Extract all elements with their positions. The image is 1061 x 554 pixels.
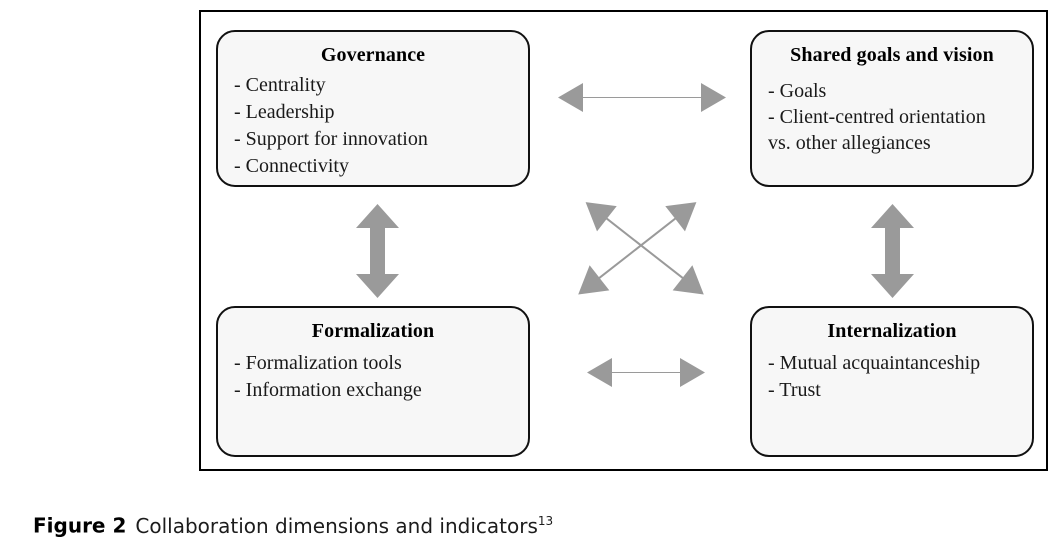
box-internalization[interactable]: Internalization - Mutual acquaintanceshi… <box>750 306 1034 457</box>
figure-caption: Figure 2 Collaboration dimensions and ind… <box>33 508 553 539</box>
list-item: - Client-centred orientation <box>768 106 986 128</box>
box-formalization[interactable]: Formalization - Formalization tools - In… <box>216 306 530 457</box>
figure-caption-superscript: 13 <box>537 514 554 528</box>
list-item: vs. other allegiances <box>768 132 931 154</box>
figure-frame: Governance - Centrality - Leadership - S… <box>199 10 1048 471</box>
list-item: - Trust <box>768 379 821 401</box>
box-internalization-list: - Mutual acquaintanceship - Trust <box>766 350 1018 404</box>
box-governance[interactable]: Governance - Centrality - Leadership - S… <box>216 30 530 187</box>
figure-caption-label: Figure 2 <box>33 513 127 538</box>
connector-arrows <box>356 83 914 387</box>
list-item: - Formalization tools <box>234 352 402 374</box>
list-item: - Connectivity <box>234 155 349 177</box>
double-arrow-top-horizontal-icon <box>558 83 726 112</box>
box-governance-title: Governance <box>320 44 426 66</box>
list-item: - Support for innovation <box>234 128 428 150</box>
box-shared-goals-list: - Goals - Client-centred orientation vs.… <box>766 78 1018 156</box>
list-item: - Leadership <box>234 101 335 123</box>
box-shared-goals[interactable]: Shared goals and vision - Goals - Client… <box>750 30 1034 187</box>
figure-caption-text: Collaboration dimensions and indicators <box>135 513 538 538</box>
box-formalization-list: - Formalization tools - Information exch… <box>232 350 514 404</box>
list-item: - Information exchange <box>234 379 422 401</box>
double-arrow-bottom-horizontal-icon <box>587 358 705 387</box>
list-item: - Mutual acquaintanceship <box>768 352 981 374</box>
list-item: - Centrality <box>234 74 326 96</box>
box-shared-goals-title: Shared goals and vision <box>790 44 994 66</box>
list-item: - Goals <box>768 80 827 102</box>
double-arrow-diagonal-nw-se-icon <box>585 202 704 295</box>
double-arrow-right-vertical-icon <box>871 204 914 298</box>
double-arrow-left-vertical-icon <box>356 204 399 298</box>
box-internalization-title: Internalization <box>827 320 957 342</box>
double-arrow-diagonal-ne-sw-icon <box>578 202 697 295</box>
box-formalization-title: Formalization <box>311 320 435 342</box>
box-governance-list: - Centrality - Leadership - Support for … <box>232 72 514 180</box>
